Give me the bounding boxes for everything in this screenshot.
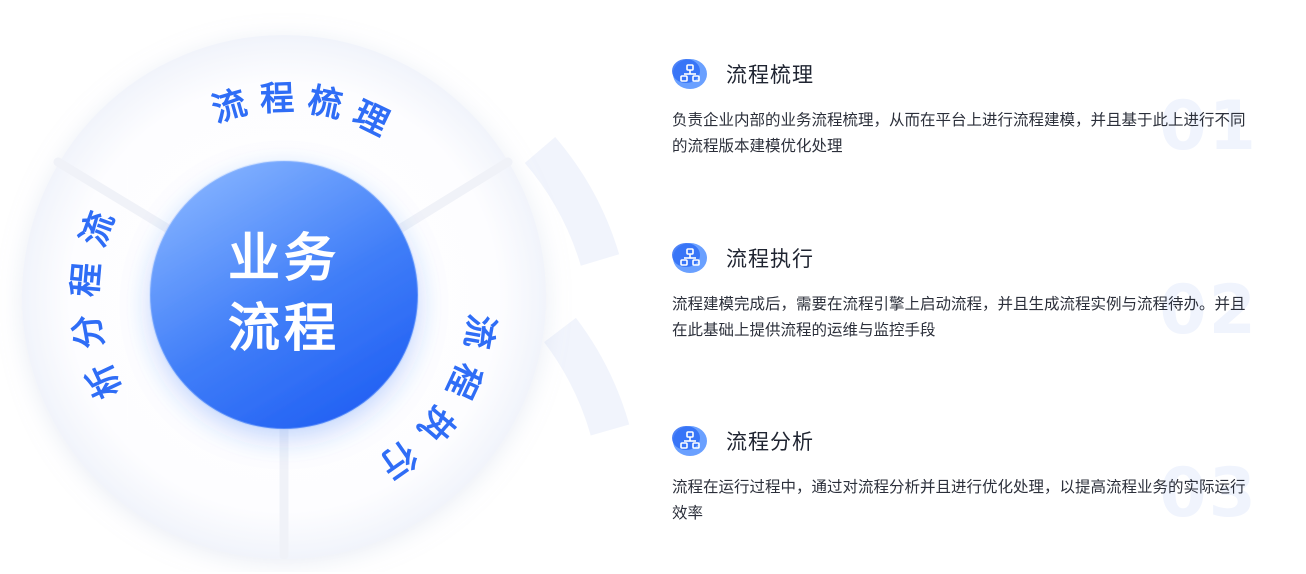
flowchart-icon: [672, 242, 708, 274]
core-circle: [150, 161, 418, 429]
section-number-watermark: 01: [1159, 87, 1258, 166]
ring-label-char: 分: [66, 311, 111, 351]
section-description: 流程建模完成后，需要在流程引擎上启动流程，并且生成流程实例与流程待办。并且在此基…: [672, 295, 1246, 339]
section-title: 流程执行: [726, 247, 814, 271]
section-description: 负责企业内部的业务流程梳理，从而在平台上进行流程建模，并且基于此上进行不同的流程…: [672, 111, 1246, 155]
background-arcs: [524, 136, 630, 436]
center-title-line1: 业务: [228, 229, 340, 289]
flowchart-icon: [672, 425, 708, 457]
ring-label-char: 程: [65, 261, 108, 298]
section-number-watermark: 02: [1159, 271, 1258, 350]
center-title-line2: 流程: [228, 299, 340, 359]
ring-label-char: 梳: [304, 80, 346, 126]
section-panel-1: 01 流程梳理 负责企业内部的业务流程梳理，从而在平台上进行流程建模，并且基于此…: [672, 57, 1272, 207]
flowchart-icon: [672, 58, 708, 90]
section-description: 流程在运行过程中，通过对流程分析并且进行优化处理，以提高流程业务的实际运行效率: [672, 478, 1246, 522]
section-title: 流程分析: [726, 430, 814, 454]
section-title: 流程梳理: [726, 63, 814, 87]
section-header: 流程分析: [672, 424, 1272, 458]
ring-dividers: [53, 157, 513, 560]
process-wheel-diagram: 业务 流程 流程梳理 流程执行 流程分析: [22, 35, 630, 560]
section-panel-2: 02 流程执行 流程建模完成后，需要在流程引擎上启动流程，并且生成流程实例与流程…: [672, 241, 1272, 391]
ring-label-top: 流程梳理: [208, 79, 395, 145]
section-number-watermark: 03: [1159, 454, 1258, 533]
ring-label-char: 程: [259, 79, 294, 120]
ring-label-char: 流: [456, 311, 501, 351]
section-header: 流程梳理: [672, 57, 1272, 91]
section-panel-3: 03 流程分析 流程在运行过程中，通过对流程分析并且进行优化处理，以提高流程业务…: [672, 424, 1272, 574]
section-header: 流程执行: [672, 241, 1272, 275]
